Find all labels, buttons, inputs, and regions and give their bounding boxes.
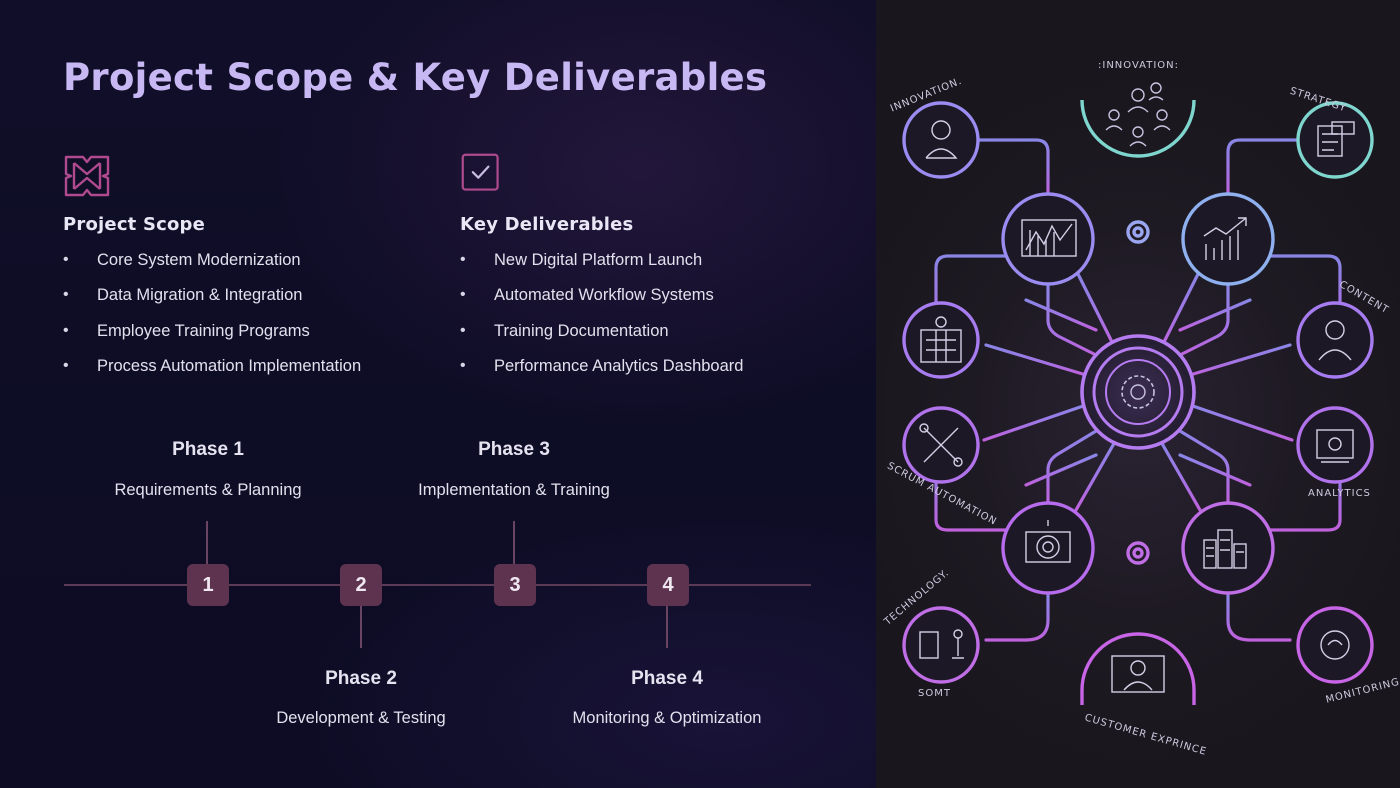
diamond-cross-icon <box>64 155 110 197</box>
phase-3-description: Implementation & Training <box>418 481 610 499</box>
list-item-label: New Digital Platform Launch <box>494 251 703 269</box>
list-item-label: Performance Analytics Dashboard <box>494 356 744 375</box>
timeline-node-4: 4 <box>647 564 689 606</box>
list-item-label: Automated Workflow Systems <box>494 286 714 305</box>
document-list-icon <box>1317 121 1355 157</box>
network-illustration: :INNOVATION: INNOVATION. STRATEGY CONTEN… <box>882 60 1400 758</box>
project-scope-heading: Project Scope <box>63 214 206 235</box>
crossed-tools-icon <box>919 423 963 467</box>
list-item: •Core System Modernization <box>63 251 301 269</box>
list-item: •Employee Training Programs <box>63 321 310 340</box>
timeline-line <box>64 584 811 586</box>
phase-1-description: Requirements & Planning <box>114 481 302 499</box>
content-panel: Project Scope & Key Deliverables Project… <box>0 0 876 788</box>
target-device-icon <box>1025 520 1071 563</box>
checkbox-icon <box>461 153 499 191</box>
key-deliverables-list: •New Digital Platform Launch •Automated … <box>460 251 840 392</box>
phase-4-description: Monitoring & Optimization <box>572 709 762 727</box>
central-gear-hub <box>1080 334 1196 450</box>
project-scope-list: •Core System Modernization •Data Migrati… <box>63 251 443 392</box>
list-item-label: Training Documentation <box>494 321 669 340</box>
top-innovation-node <box>1080 99 1196 565</box>
list-item: •New Digital Platform Launch <box>460 251 703 269</box>
timeline-node-2: 2 <box>340 564 382 606</box>
key-deliverables-heading: Key Deliverables <box>460 214 634 235</box>
slide-title: Project Scope & Key Deliverables <box>63 56 768 99</box>
list-item-label: Process Automation Implementation <box>97 356 362 375</box>
person-avatar-icon <box>1318 320 1352 361</box>
label-bottom: CUSTOMER EXPRINCE <box>1083 712 1208 757</box>
inner-nodes <box>1001 192 1275 595</box>
timeline-connector <box>513 521 515 565</box>
list-item: •Process Automation Implementation <box>63 356 362 375</box>
phase-2-description: Development & Testing <box>276 709 446 727</box>
customer-laptop-icon <box>1111 655 1165 693</box>
phase-2-title: Phase 2 <box>325 668 397 689</box>
monitor-eye-icon <box>1316 429 1354 463</box>
list-item: •Automated Workflow Systems <box>460 286 714 305</box>
support-heart-icon <box>1320 630 1350 660</box>
network-illustration-panel: :INNOVATION: INNOVATION. STRATEGY CONTEN… <box>876 0 1400 788</box>
label-right-mid: ANALYTICS <box>1308 488 1371 499</box>
label-top: :INNOVATION: <box>1098 60 1179 71</box>
phase-1-title: Phase 1 <box>172 439 244 460</box>
list-item: •Performance Analytics Dashboard <box>460 356 744 375</box>
list-item-label: Core System Modernization <box>97 251 301 269</box>
teacher-board-icon <box>920 316 962 363</box>
list-item: •Training Documentation <box>460 321 669 340</box>
chart-board-icon <box>1021 219 1077 257</box>
label-left-bottom-2: SOMT <box>918 688 951 699</box>
project-scope-section: Project Scope •Core System Modernization… <box>63 152 443 392</box>
phase-3-title: Phase 3 <box>478 439 550 460</box>
growth-chart-icon <box>1203 217 1247 260</box>
people-network-icon <box>1105 82 1171 147</box>
city-buildings-icon <box>1203 529 1247 569</box>
bottom-arc <box>1080 632 1196 691</box>
phase-4-title: Phase 4 <box>631 668 703 689</box>
list-item: •Data Migration & Integration <box>63 286 303 305</box>
tablet-joystick-icon <box>919 629 964 659</box>
worker-helmet-icon <box>925 120 958 159</box>
list-item-label: Employee Training Programs <box>97 321 310 340</box>
timeline-connector <box>666 604 668 648</box>
timeline-connector <box>360 604 362 648</box>
timeline-node-1: 1 <box>187 564 229 606</box>
key-deliverables-section: Key Deliverables •New Digital Platform L… <box>460 152 840 392</box>
list-item-label: Data Migration & Integration <box>97 286 303 305</box>
timeline-connector <box>206 521 208 565</box>
timeline-node-3: 3 <box>494 564 536 606</box>
